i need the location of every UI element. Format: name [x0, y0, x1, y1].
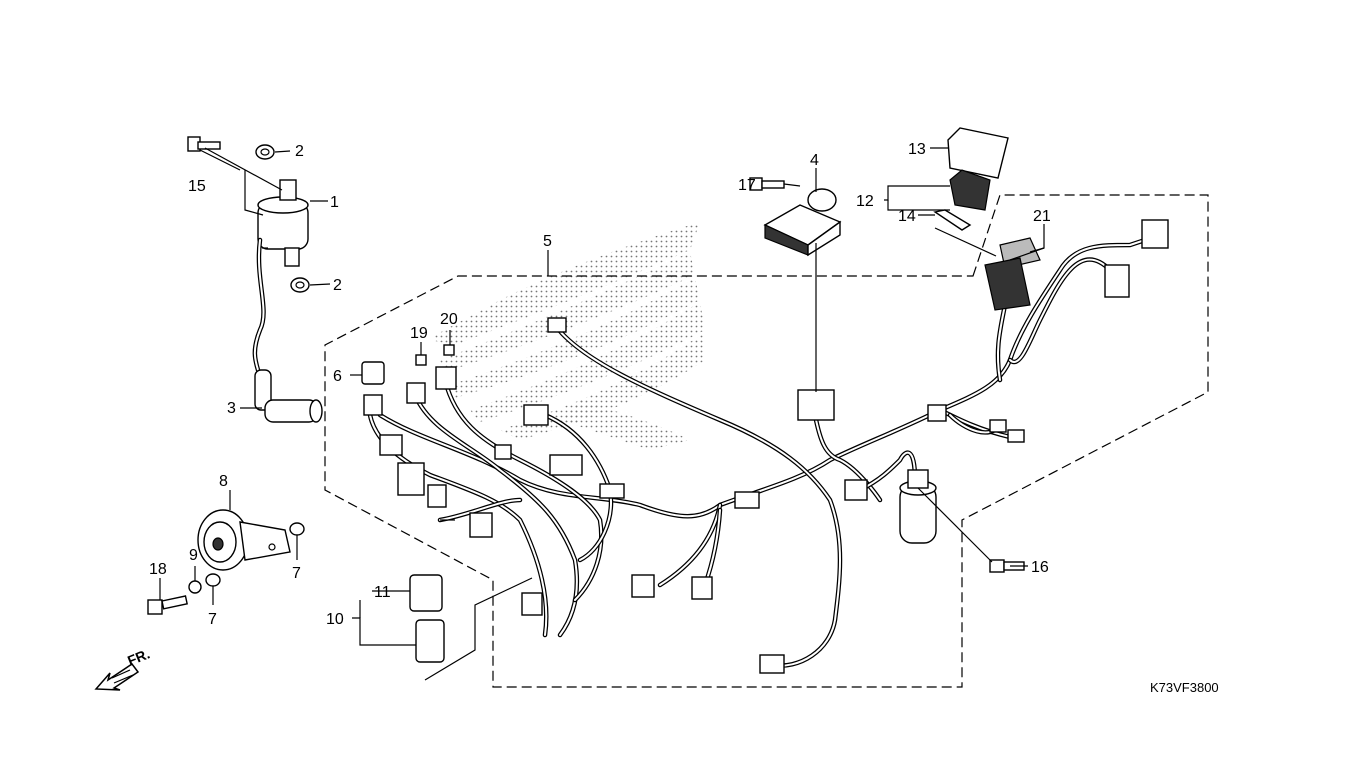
washer-9: [188, 580, 202, 594]
callout-17: 17: [738, 177, 756, 194]
front-direction-label: FR.: [125, 645, 152, 668]
diagram-code: K73VF3800: [1150, 680, 1219, 695]
harness-connectors: [363, 219, 1169, 674]
callout-2: 2: [333, 277, 342, 294]
callout-2: 2: [295, 143, 304, 160]
callout-19: 19: [410, 325, 428, 342]
leader-lines: [159, 147, 1045, 681]
callout-11: 11: [374, 584, 391, 601]
bolt-18: [147, 595, 188, 615]
nut-upper: [255, 144, 275, 160]
front-direction-arrow: [94, 662, 140, 691]
relay-6: [361, 361, 385, 385]
callout-21: 21: [1033, 208, 1051, 225]
rubber-cover: [763, 188, 842, 257]
regulator-cover: [947, 127, 1009, 179]
relay-11: [409, 574, 443, 612]
callout-3: 3: [227, 400, 236, 417]
relay-10: [415, 619, 445, 663]
plate-14: [933, 209, 972, 231]
spark-plug-cap: [254, 369, 323, 423]
callout-12: 12: [856, 193, 874, 210]
callout-9: 9: [189, 547, 198, 564]
callout-20: 20: [440, 311, 458, 328]
callout-13: 13: [908, 141, 926, 158]
harness-boundary: [324, 194, 1209, 688]
condenser: [899, 469, 937, 544]
fuse-19: [415, 354, 427, 366]
bolt-15: [187, 136, 221, 152]
callouts: 1 2 2 3 4 5 6 7 7 8 9 10 11 12 13 14 15 …: [149, 141, 1051, 628]
relay-assembly-21: [984, 237, 1041, 311]
callout-16: 16: [1031, 559, 1049, 576]
callout-7: 7: [208, 611, 217, 628]
callout-6: 6: [333, 368, 342, 385]
callout-5: 5: [543, 233, 552, 250]
callout-18: 18: [149, 561, 167, 578]
callout-10: 10: [326, 611, 344, 628]
callout-15: 15: [188, 178, 206, 195]
callout-14: 14: [898, 208, 916, 225]
ignition-coil: [252, 179, 309, 373]
washer-7b: [205, 573, 221, 587]
wing-logo-stipple: [430, 222, 705, 450]
regulator-rectifier: [949, 169, 991, 211]
callout-7: 7: [292, 565, 301, 582]
fuse-20: [443, 344, 455, 356]
nut-lower: [290, 277, 310, 293]
callout-8: 8: [219, 473, 228, 490]
horn: [197, 509, 291, 571]
wire-harness: [367, 232, 1163, 669]
callout-1: 1: [330, 194, 339, 211]
washer-7a: [289, 522, 305, 536]
callout-4: 4: [810, 152, 819, 169]
